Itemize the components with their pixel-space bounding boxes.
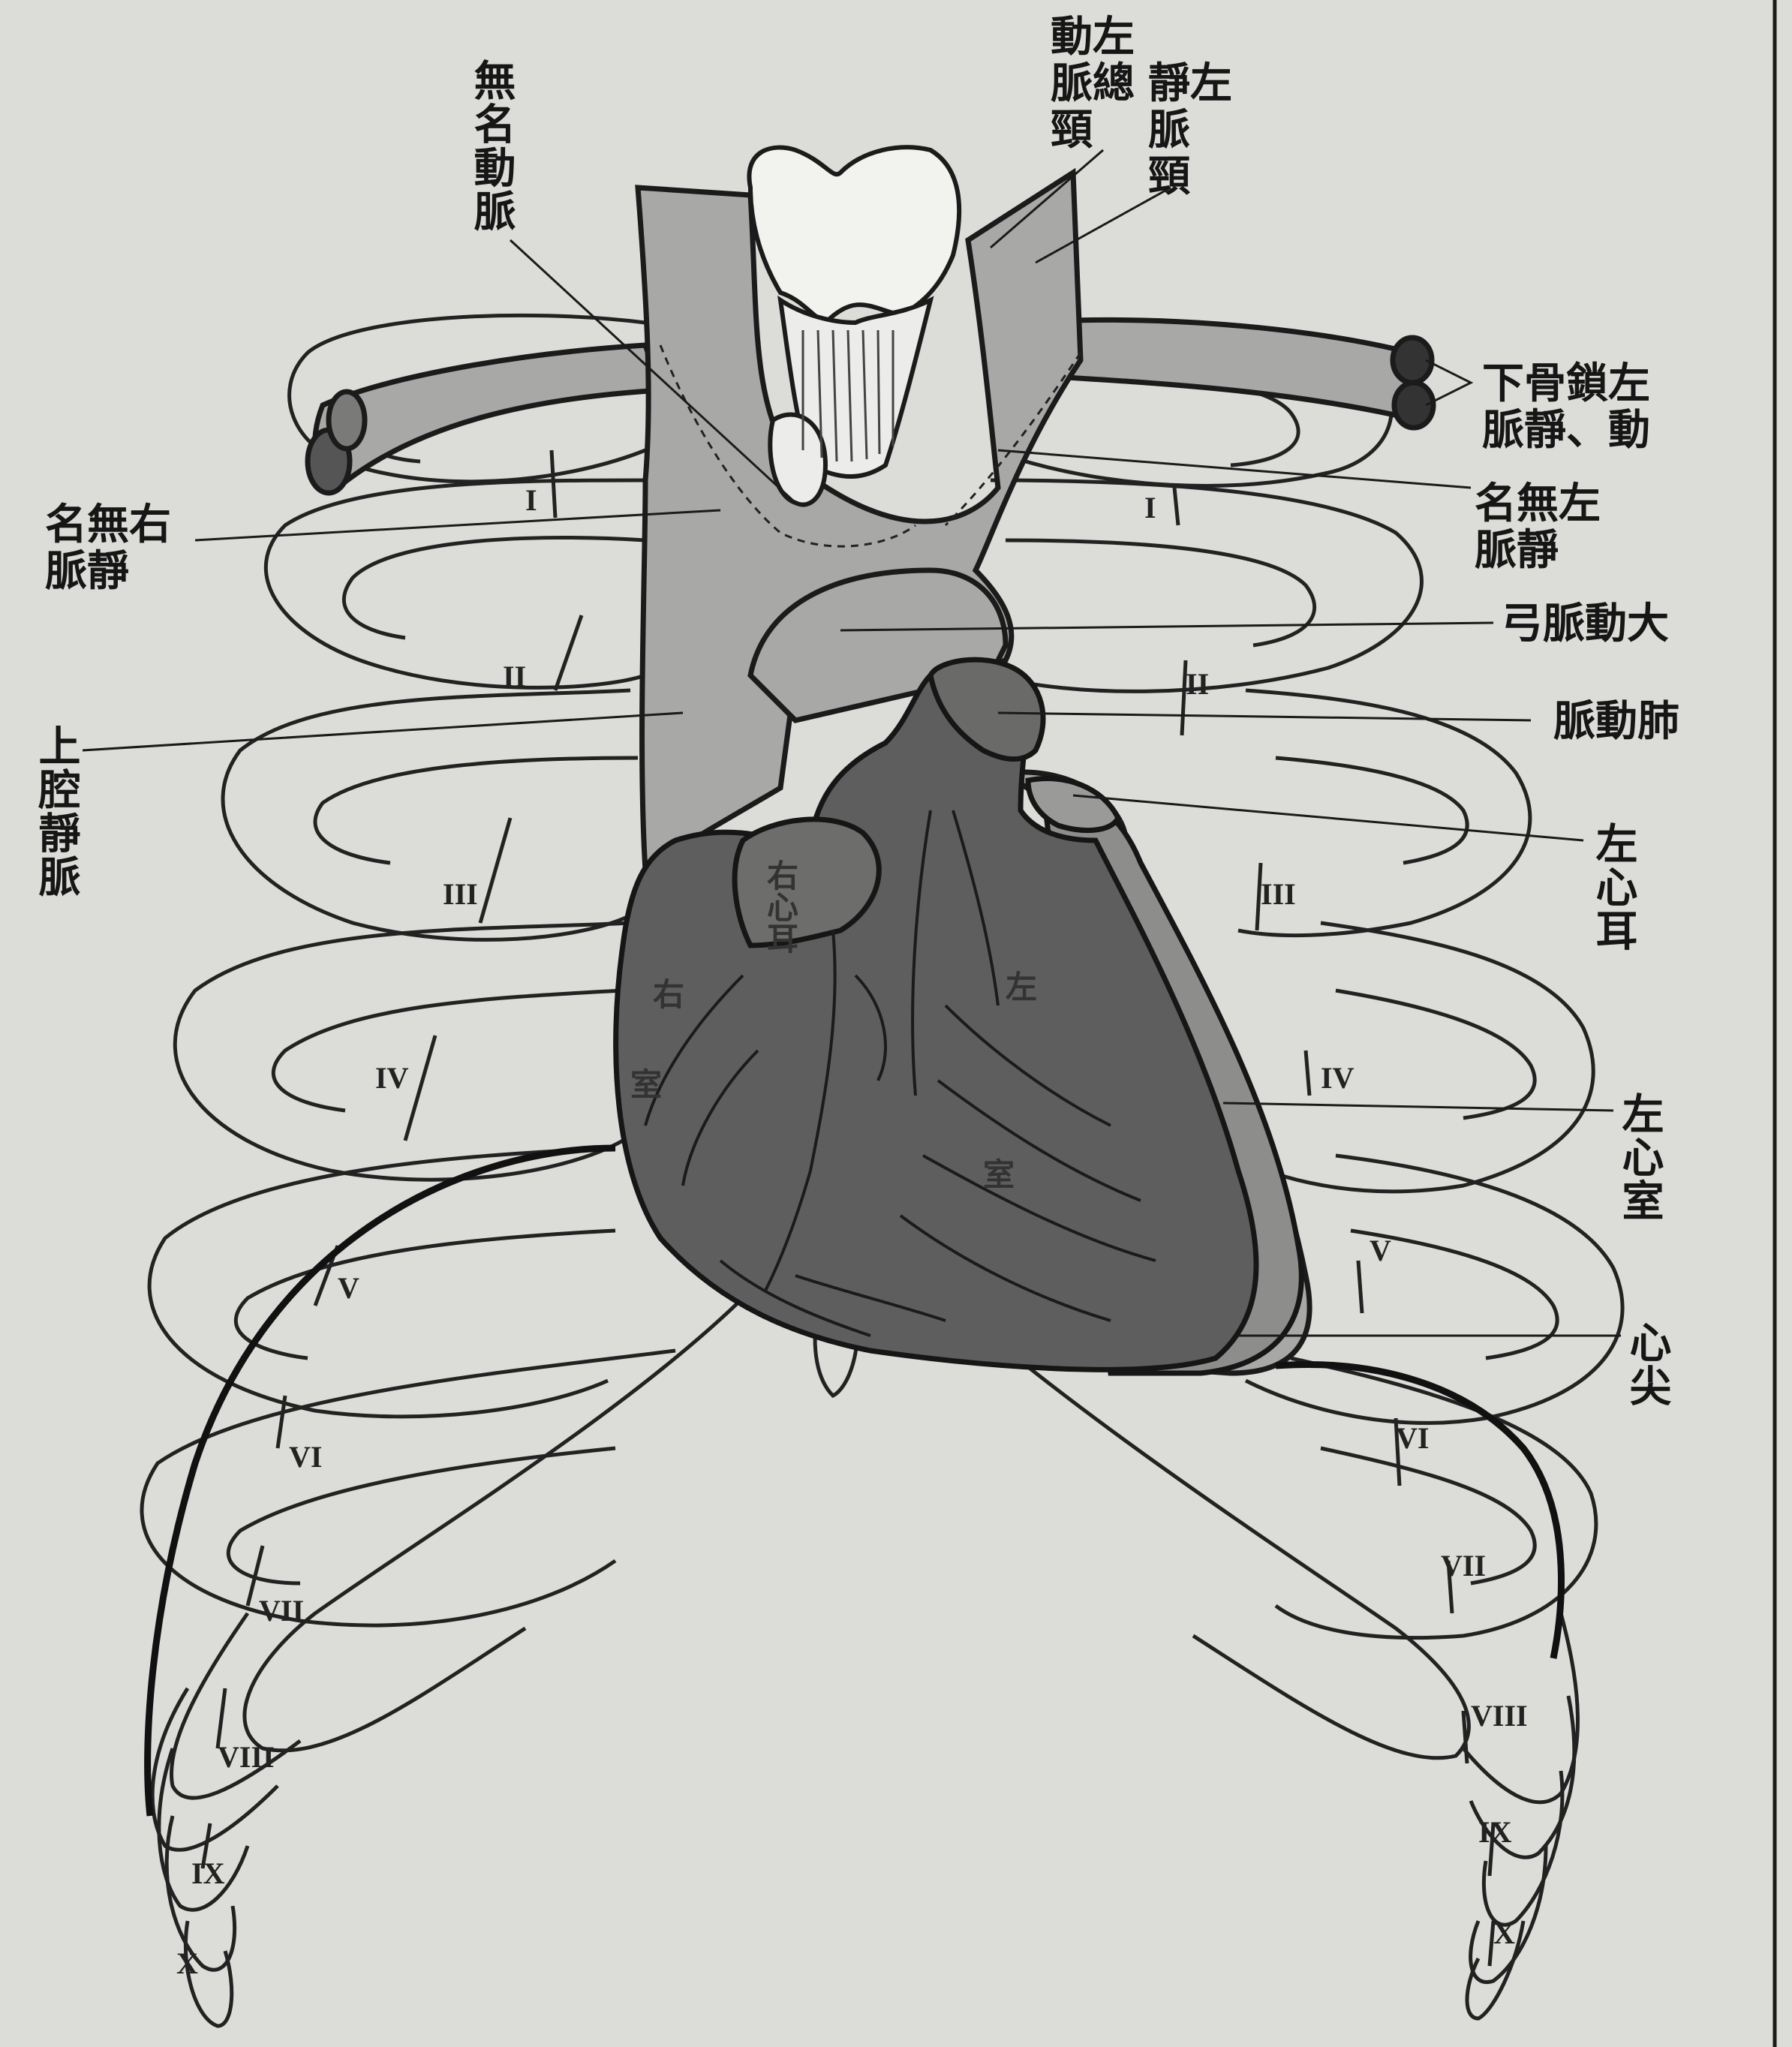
- left-chamber-label-top: 左: [1006, 969, 1037, 1005]
- rib-right-2: II: [503, 660, 526, 693]
- rib-left-5: V: [1370, 1234, 1391, 1267]
- rib-right-8: VIII: [218, 1740, 275, 1774]
- rib-left-6: VI: [1396, 1421, 1429, 1455]
- rib-right-5: V: [338, 1271, 359, 1305]
- rib-right-9: IX: [191, 1856, 225, 1890]
- right-chamber-label-top: 右: [653, 976, 684, 1013]
- rib-right-10: X: [176, 1946, 198, 1980]
- rib-right-4: IV: [375, 1061, 409, 1095]
- rib-right-7: VII: [259, 1594, 304, 1628]
- apex-label: 心尖: [1625, 1321, 1670, 1408]
- rib-left-7: VII: [1441, 1549, 1486, 1583]
- leader-svc: [83, 713, 683, 750]
- superior-vena-cava-label: 上腔靜脈: [34, 724, 79, 898]
- aortic-arch-label: 弓脈動大: [1501, 600, 1669, 647]
- left-auricle-label: 左心耳: [1591, 822, 1636, 952]
- left-innominate-vein-label: 名無左 脈靜: [1475, 480, 1601, 573]
- rib-left-4: IV: [1321, 1061, 1355, 1095]
- left-jugular-label: 靜左 脈 頸: [1148, 60, 1232, 200]
- left-subclavian-vessel: [1028, 320, 1418, 420]
- rib-left-9: IX: [1478, 1815, 1512, 1849]
- leader-left-ventricle: [1223, 1103, 1613, 1111]
- rib-right-6: VI: [289, 1440, 322, 1474]
- right-chamber-label-bottom: 室: [630, 1066, 662, 1103]
- thyroid-cartilage: [749, 147, 959, 323]
- left-chamber-label-bottom: 室: [983, 1156, 1015, 1193]
- rib-left-2: II: [1186, 667, 1209, 701]
- right-innominate-vein-label: 名無右 脈靜: [45, 501, 171, 594]
- rib-left-3: III: [1261, 877, 1296, 911]
- rib-left-10: X: [1493, 1916, 1515, 1950]
- left-common-carotid-label: 動左 脈總 頸: [1051, 14, 1135, 153]
- rib-left-8: VIII: [1471, 1699, 1528, 1733]
- rib-left-1: I: [1144, 491, 1156, 525]
- rib-right-1: I: [525, 483, 537, 517]
- left-auricle-tip: [1028, 778, 1118, 830]
- leader-right-innominate: [195, 510, 720, 540]
- innominate-artery-label: 無名動脈: [469, 59, 514, 233]
- right-auricle-label: 右心耳: [762, 859, 799, 954]
- right-vessel-end-2: [329, 392, 365, 449]
- pulmonary-artery-label: 脈動肺: [1553, 698, 1679, 744]
- leader-pulmonary-artery: [998, 713, 1531, 720]
- leader-left-auricle: [1073, 795, 1583, 840]
- left-subclavian-label: 下骨鎖左 脈靜、動: [1482, 360, 1650, 453]
- rib-right-3: III: [443, 877, 478, 911]
- left-ventricle-label: 左心室: [1617, 1092, 1662, 1222]
